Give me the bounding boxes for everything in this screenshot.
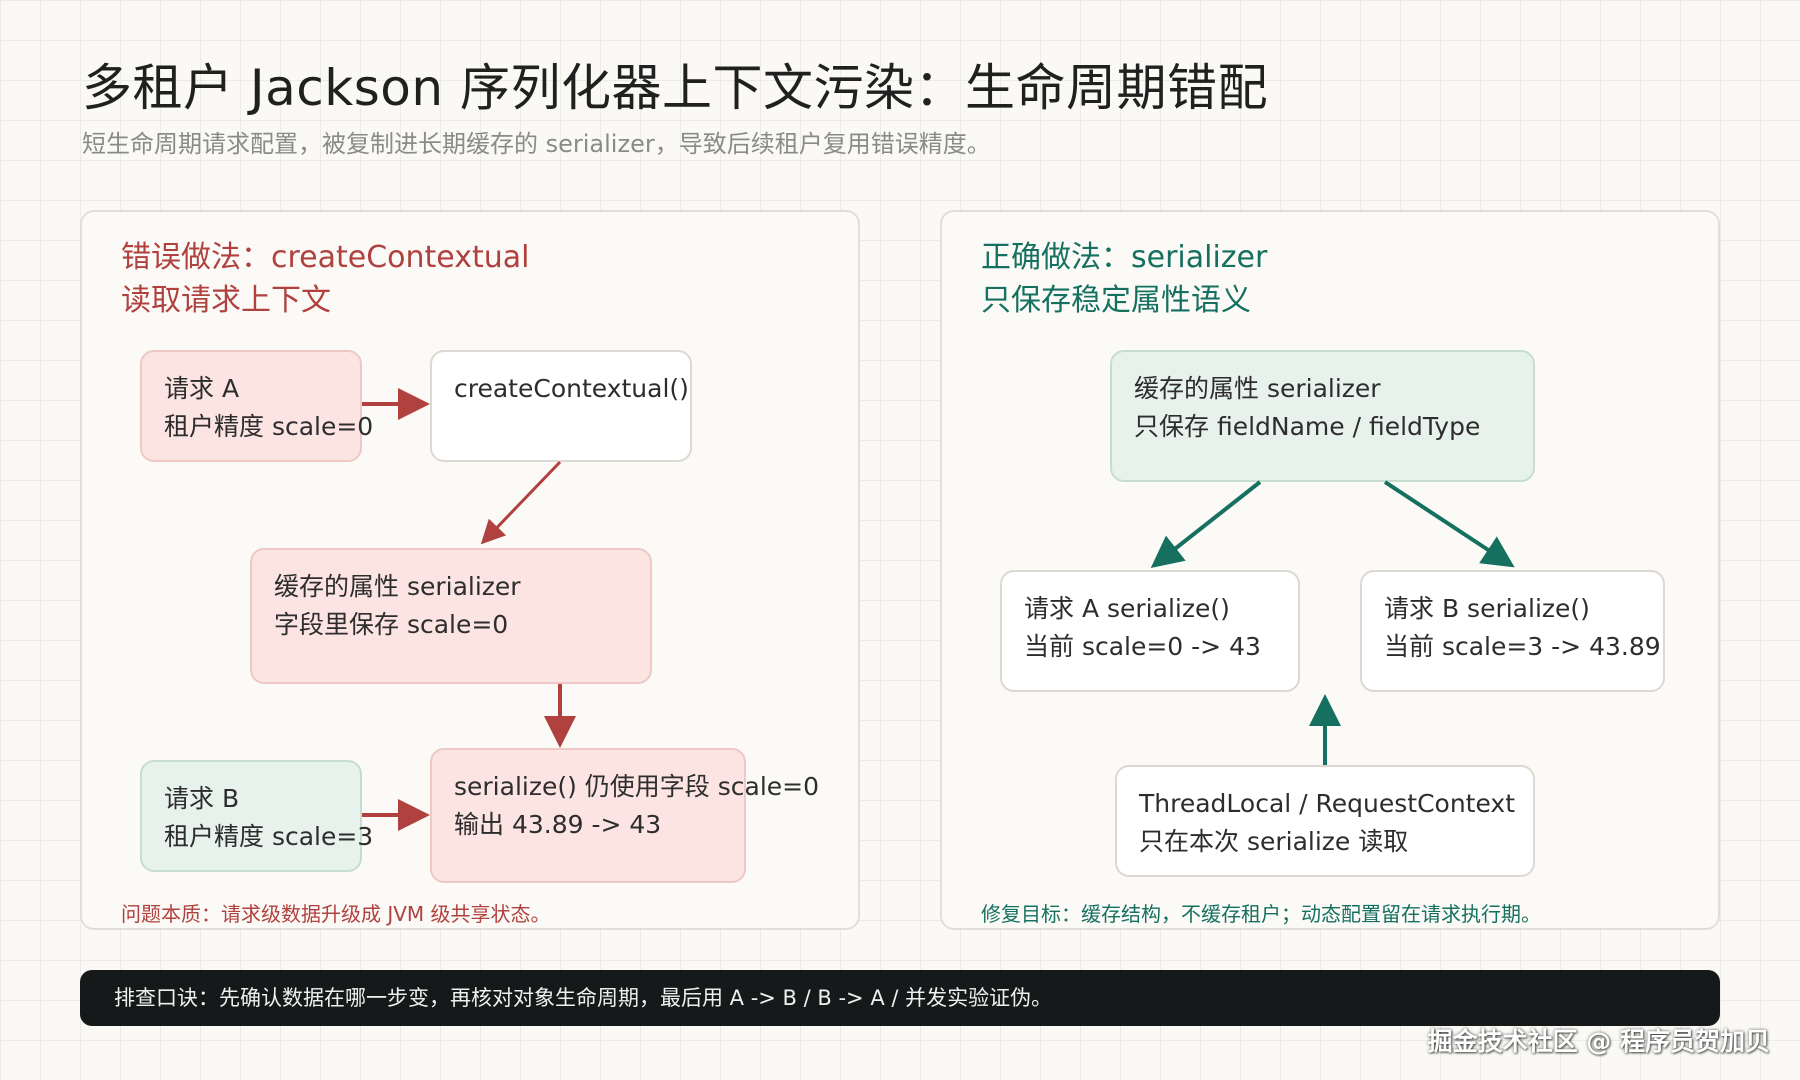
right-approach-footnote: 修复目标：缓存结构，不缓存租户；动态配置留在请求执行期。 [981, 902, 1541, 926]
right-approach-heading-line2: 只保存稳定属性语义 [981, 283, 1251, 318]
right-approach-heading-line1: 正确做法：serializer [981, 240, 1268, 275]
page-subtitle: 短生命周期请求配置，被复制进长期缓存的 serializer，导致后续租户复用错… [82, 130, 991, 158]
request-b-serialize-box: 请求 B serialize() 当前 scale=3 -> 43.89 [1360, 570, 1665, 692]
request-a-box: 请求 A 租户精度 scale=0 [140, 350, 374, 462]
request-context-label: ThreadLocal / RequestContext [1139, 789, 1516, 818]
request-a-serialize-label: 请求 A serialize() [1024, 594, 1230, 623]
cached-serializer-wrong-field: 字段里保存 scale=0 [274, 610, 509, 639]
debug-tip-banner: 排查口诀：先确认数据在哪一步变，再核对对象生命周期，最后用 A -> B / B… [80, 970, 1720, 1026]
request-context-note: 只在本次 serialize 读取 [1139, 827, 1409, 856]
request-b-serialize-label: 请求 B serialize() [1384, 594, 1590, 623]
right-approach-heading: 正确做法：serializer 只保存稳定属性语义 [981, 236, 1267, 322]
cached-serializer-wrong-box: 缓存的属性 serializer 字段里保存 scale=0 [250, 548, 652, 684]
wrong-approach-heading-line1: 错误做法：createContextual [121, 240, 530, 275]
request-a-serialize-box: 请求 A serialize() 当前 scale=0 -> 43 [1000, 570, 1300, 692]
request-b-label: 请求 B [164, 784, 240, 813]
request-a-serialize-result: 当前 scale=0 -> 43 [1024, 632, 1261, 661]
wrong-approach-footnote: 问题本质：请求级数据升级成 JVM 级共享状态。 [121, 902, 551, 926]
request-a-label: 请求 A [164, 374, 240, 403]
page-title: 多租户 Jackson 序列化器上下文污染：生命周期错配 [82, 59, 1268, 117]
request-b-serialize-result: 当前 scale=3 -> 43.89 [1384, 632, 1661, 661]
cached-serializer-right-box: 缓存的属性 serializer 只保存 fieldName / fieldTy… [1110, 350, 1535, 482]
cached-serializer-right-fields: 只保存 fieldName / fieldType [1134, 412, 1481, 441]
create-contextual-label: createContextual() [454, 374, 689, 403]
serialize-output-box: serialize() 仍使用字段 scale=0 输出 43.89 -> 43 [430, 748, 820, 883]
request-context-box: ThreadLocal / RequestContext 只在本次 serial… [1115, 765, 1535, 877]
wrong-approach-heading: 错误做法：createContextual 读取请求上下文 [121, 236, 530, 322]
serialize-output-label: serialize() 仍使用字段 scale=0 [454, 772, 820, 801]
request-a-scale: 租户精度 scale=0 [164, 412, 374, 441]
wrong-approach-heading-line2: 读取请求上下文 [121, 283, 331, 318]
cached-serializer-right-label: 缓存的属性 serializer [1134, 374, 1381, 403]
watermark: 掘金技术社区 @ 程序员贺加贝 [1427, 1027, 1770, 1056]
cached-serializer-wrong-label: 缓存的属性 serializer [274, 572, 521, 601]
create-contextual-box: createContextual() [430, 350, 692, 462]
serialize-output-result: 输出 43.89 -> 43 [454, 810, 662, 839]
request-b-scale: 租户精度 scale=3 [164, 822, 374, 851]
request-b-box: 请求 B 租户精度 scale=3 [140, 760, 374, 872]
